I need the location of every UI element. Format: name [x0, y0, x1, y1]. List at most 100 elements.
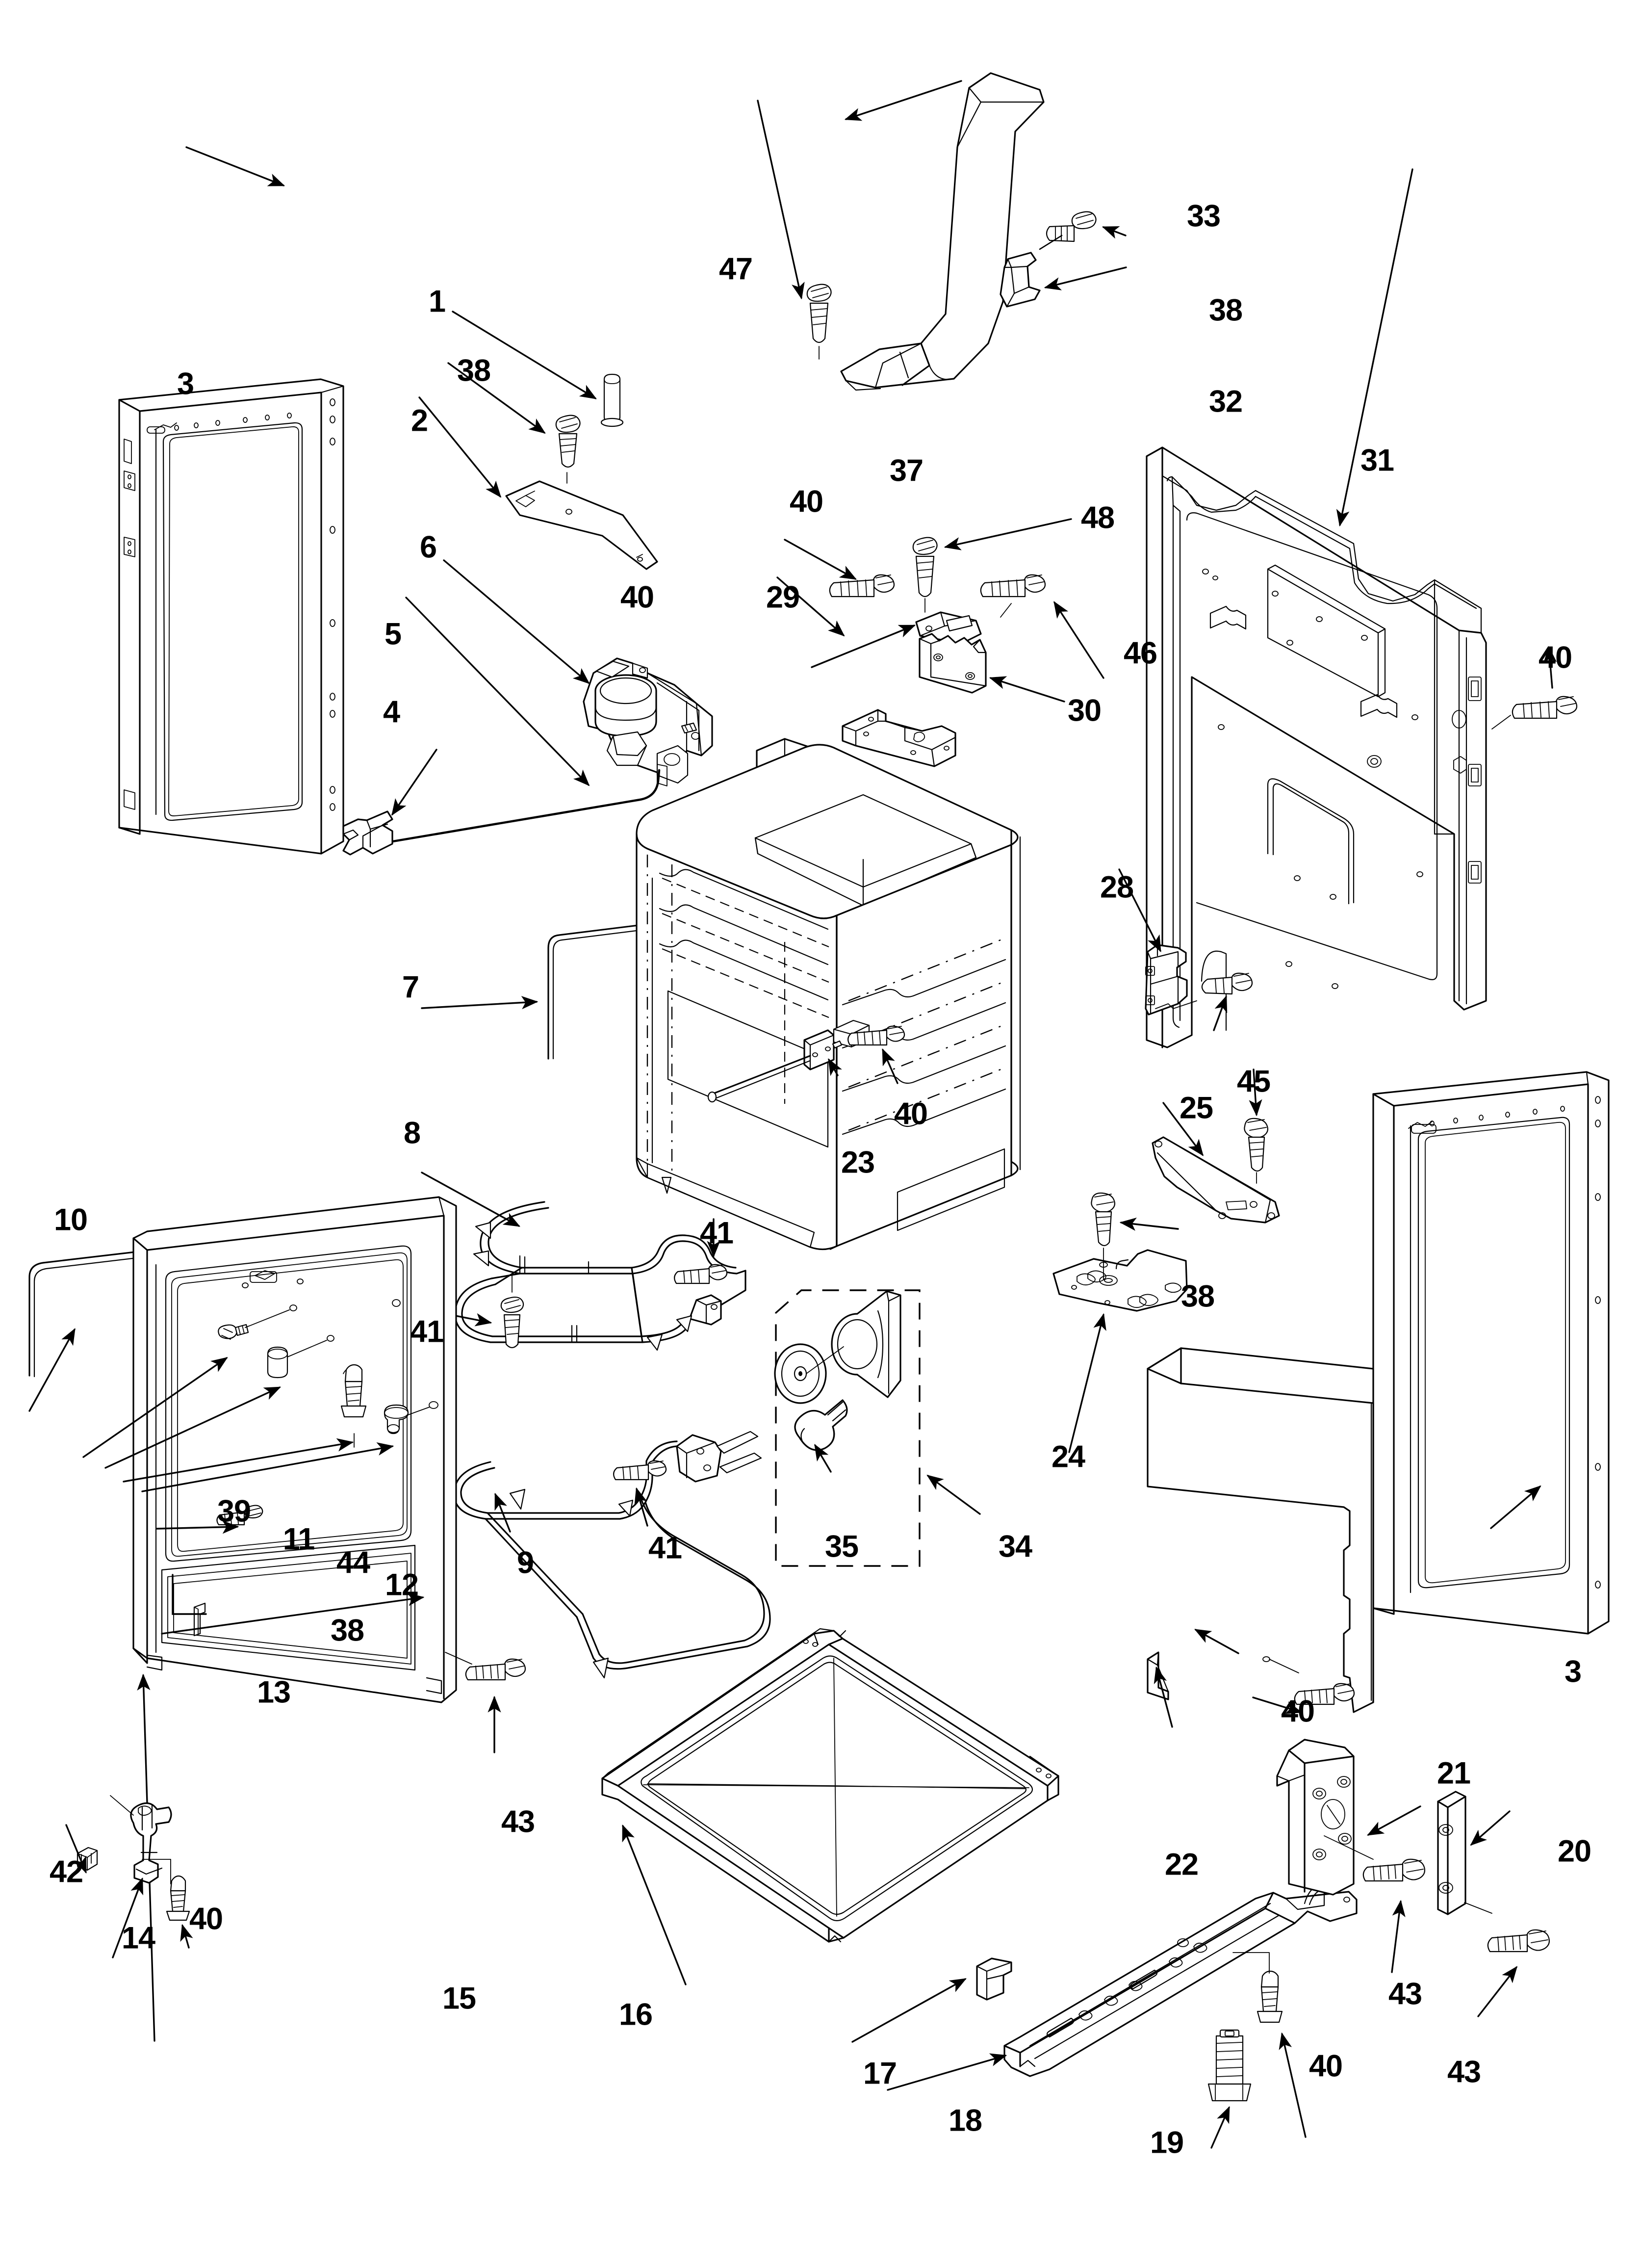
- callout-11: 11: [282, 1522, 315, 1557]
- callout-40-g: 40: [1281, 1694, 1315, 1729]
- leader-37: [811, 625, 916, 668]
- callout-31: 31: [1360, 443, 1394, 478]
- part-40-screw-glide: [1232, 1952, 1283, 2023]
- leader-41c: [634, 1487, 648, 1527]
- callout-40-a: 40: [620, 580, 654, 615]
- leader-32: [1044, 266, 1127, 290]
- part-4-latch-keeper: [342, 810, 393, 856]
- part-43-screw-strike: [1487, 1929, 1550, 1953]
- leader-40-glide: [1279, 2032, 1307, 2138]
- part-22-liner-panel: [1147, 1347, 1374, 1713]
- leader-19: [1210, 2106, 1230, 2149]
- callout-43-b: 43: [1388, 1977, 1422, 2011]
- callout-17: 17: [863, 2056, 897, 2091]
- part-41-screw-b: [500, 1274, 524, 1349]
- leader-30: [989, 676, 1065, 703]
- part-43-screw-door: [445, 1652, 526, 1681]
- part-41-screw-a: [674, 1264, 728, 1284]
- part-45-screw-brace: [1244, 1118, 1269, 1184]
- part-40-screw-rear: [1491, 696, 1578, 730]
- leader-31: [1336, 168, 1413, 527]
- leader-40-leg: [180, 1924, 193, 1949]
- part-29-support-channel: [842, 709, 956, 767]
- part-5-latch-rod: [359, 769, 661, 848]
- part-35-oven-lamp: [794, 1399, 848, 1451]
- leader-43b: [1391, 1900, 1406, 1973]
- part-46-screw: [980, 574, 1046, 618]
- part-2-bracket-trim: [505, 480, 658, 570]
- callout-8: 8: [403, 1116, 421, 1150]
- part-41-screw-c: [613, 1460, 667, 1481]
- callout-13: 13: [257, 1675, 291, 1710]
- callout-33: 33: [1186, 199, 1221, 234]
- leader-44: [123, 1438, 354, 1483]
- callout-41-b: 41: [410, 1314, 444, 1349]
- leader-28: [1118, 868, 1161, 953]
- leader-24: [1068, 1313, 1106, 1453]
- callout-40-b: 40: [789, 484, 823, 519]
- part-38-screw-duct: [1046, 211, 1097, 242]
- callout-38-a: 38: [457, 353, 491, 388]
- leader-38c: [156, 1520, 239, 1534]
- leader-10: [28, 1328, 76, 1412]
- callout-38-b: 38: [1208, 293, 1243, 328]
- callout-40-c: 40: [1538, 640, 1572, 675]
- callout-35: 35: [824, 1529, 859, 1564]
- leader-35: [814, 1444, 832, 1473]
- callout-45: 45: [1236, 1064, 1271, 1099]
- part-48-screw: [912, 537, 938, 613]
- part-18-drawer-glide: [1003, 1883, 1358, 2077]
- leader-7: [421, 996, 539, 1010]
- leader-39: [82, 1357, 228, 1458]
- leader-42: [65, 1824, 87, 1874]
- leader-38d: [1119, 1217, 1179, 1231]
- callout-48: 48: [1080, 500, 1115, 535]
- part-33-vent-duct: [840, 72, 1045, 391]
- part-3-right-side-panel: [1372, 1071, 1610, 1635]
- callout-25: 25: [1179, 1091, 1213, 1125]
- part-44-screw: [340, 1364, 367, 1448]
- part-28-latch-bracket: [1145, 944, 1197, 1016]
- callout-23: 23: [841, 1145, 875, 1180]
- callout-40-d: 40: [894, 1096, 928, 1131]
- part-40-screw-leg: [142, 1859, 190, 1921]
- leader-9: [494, 1492, 511, 1533]
- leader-29: [776, 576, 845, 637]
- callout-34: 34: [998, 1529, 1032, 1564]
- callout-44: 44: [336, 1545, 370, 1580]
- callout-18: 18: [948, 2103, 982, 2138]
- oven-cavity: [636, 738, 1021, 1251]
- leader-16: [622, 1824, 687, 1985]
- leader-40-rear: [1543, 646, 1557, 689]
- callout-16: 16: [618, 1997, 653, 2032]
- leader-1: [452, 311, 597, 399]
- leader-46: [1053, 601, 1104, 679]
- callout-38-d: 38: [1180, 1279, 1215, 1314]
- leader-23: [828, 1058, 842, 1076]
- leader-43c: [1477, 1966, 1518, 2017]
- callout-39: 39: [217, 1494, 251, 1529]
- part-20-strike-plate: [1437, 1791, 1492, 1915]
- leader-18: [887, 2053, 1007, 2091]
- part-10-door-seal: [28, 1234, 279, 1378]
- part-3-left-side-panel: [118, 378, 344, 855]
- leader-2: [418, 396, 502, 498]
- leader-21: [1367, 1805, 1421, 1836]
- callout-37: 37: [889, 453, 924, 488]
- callout-38-c: 38: [330, 1613, 364, 1648]
- part-34-dashed-boundary: [775, 1289, 921, 1567]
- part-11-spacer: [267, 1335, 334, 1379]
- callout-24: 24: [1051, 1439, 1085, 1474]
- callout-3-b: 3: [1564, 1654, 1582, 1689]
- callout-21: 21: [1437, 1756, 1471, 1791]
- leader-40a: [784, 539, 857, 580]
- leader-33: [844, 80, 962, 121]
- part-17-clip: [976, 1957, 1012, 2001]
- part-34-lamp-lens: [774, 1290, 901, 1404]
- part-21-hinge-bracket: [1276, 1739, 1374, 1896]
- leader-11: [104, 1386, 282, 1469]
- callout-47: 47: [718, 252, 753, 287]
- part-30-comb-bracket: [919, 633, 987, 694]
